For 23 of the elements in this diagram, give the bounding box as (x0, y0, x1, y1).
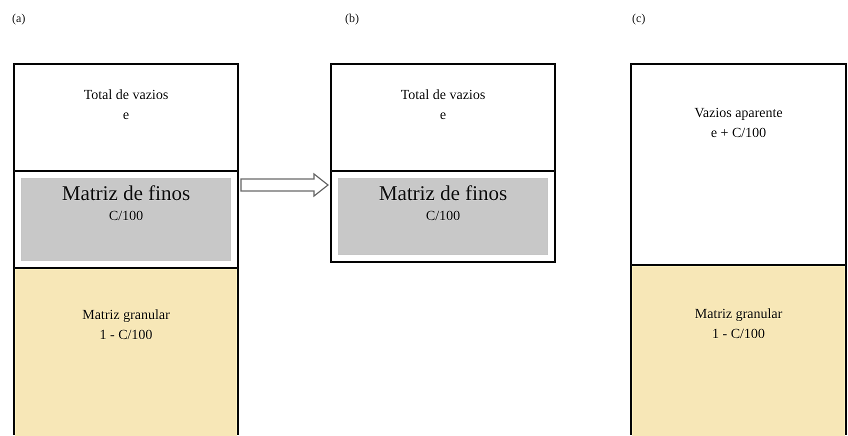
layer-label: Matriz granular (694, 306, 782, 324)
layer-label: Matriz de finos (62, 180, 190, 206)
layer-formula: C/100 (426, 208, 460, 226)
soil-column (330, 63, 556, 263)
layer-label: Total de vazios (400, 87, 486, 104)
layer-label: Matriz de finos (378, 180, 508, 206)
layer-formula: e (440, 106, 446, 124)
panel-label: (b) (345, 12, 359, 24)
panel-label: (a) (12, 12, 26, 24)
layer-formula: 1 - C/100 (100, 326, 152, 344)
layer-label: Vazios aparente (694, 105, 783, 122)
soil-column (630, 63, 847, 435)
granular-layer (15, 267, 237, 436)
block-arrow (240, 172, 330, 198)
layer-formula: C/100 (108, 208, 144, 226)
layer-formula: 1 - C/100 (712, 326, 765, 343)
panel-label: (c) (632, 12, 646, 24)
granular-layer (632, 264, 845, 436)
layer-formula: e + C/100 (710, 124, 766, 142)
layer-label: Total de vazios (84, 87, 168, 104)
soil-column (13, 63, 239, 435)
layer-label: Matriz granular (82, 307, 170, 324)
layer-formula: e (122, 106, 130, 124)
